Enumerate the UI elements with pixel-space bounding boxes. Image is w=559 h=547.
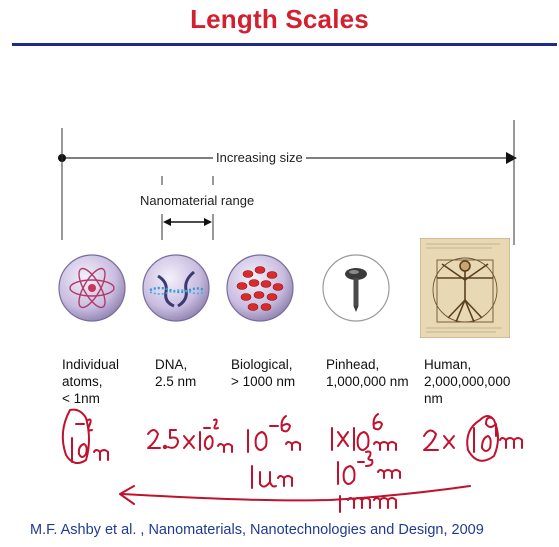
hand-stroke bbox=[260, 472, 276, 487]
hand-stroke bbox=[184, 436, 194, 448]
hand-stroke bbox=[378, 470, 400, 478]
hand-stroke bbox=[79, 444, 87, 457]
hand-stroke bbox=[256, 432, 267, 450]
hand-arrow-line bbox=[122, 486, 470, 500]
hand-stroke bbox=[374, 498, 396, 508]
hand-stroke bbox=[424, 430, 438, 450]
hand-stroke bbox=[148, 430, 160, 448]
hand-stroke bbox=[358, 432, 369, 450]
hand-stroke bbox=[500, 438, 522, 448]
hand-stroke bbox=[286, 442, 300, 450]
hand-stroke bbox=[214, 420, 218, 429]
hand-stroke bbox=[374, 414, 383, 429]
hand-stroke bbox=[88, 420, 92, 431]
citation: M.F. Ashby et al. , Nanomaterials, Nanot… bbox=[30, 522, 484, 538]
hand-circle-human bbox=[467, 416, 498, 461]
hand-stroke bbox=[218, 444, 232, 452]
hand-stroke bbox=[374, 442, 396, 450]
hand-stroke bbox=[344, 466, 355, 484]
hand-stroke bbox=[338, 432, 348, 446]
hand-stroke bbox=[444, 436, 454, 448]
hand-stroke bbox=[278, 476, 292, 486]
hand-stroke bbox=[94, 450, 108, 460]
hand-stroke bbox=[168, 430, 178, 448]
hand-stroke bbox=[282, 416, 291, 431]
hand-stroke bbox=[164, 446, 166, 448]
hand-stroke bbox=[205, 436, 213, 449]
hand-stroke bbox=[366, 452, 372, 467]
hand-stroke bbox=[482, 436, 491, 451]
